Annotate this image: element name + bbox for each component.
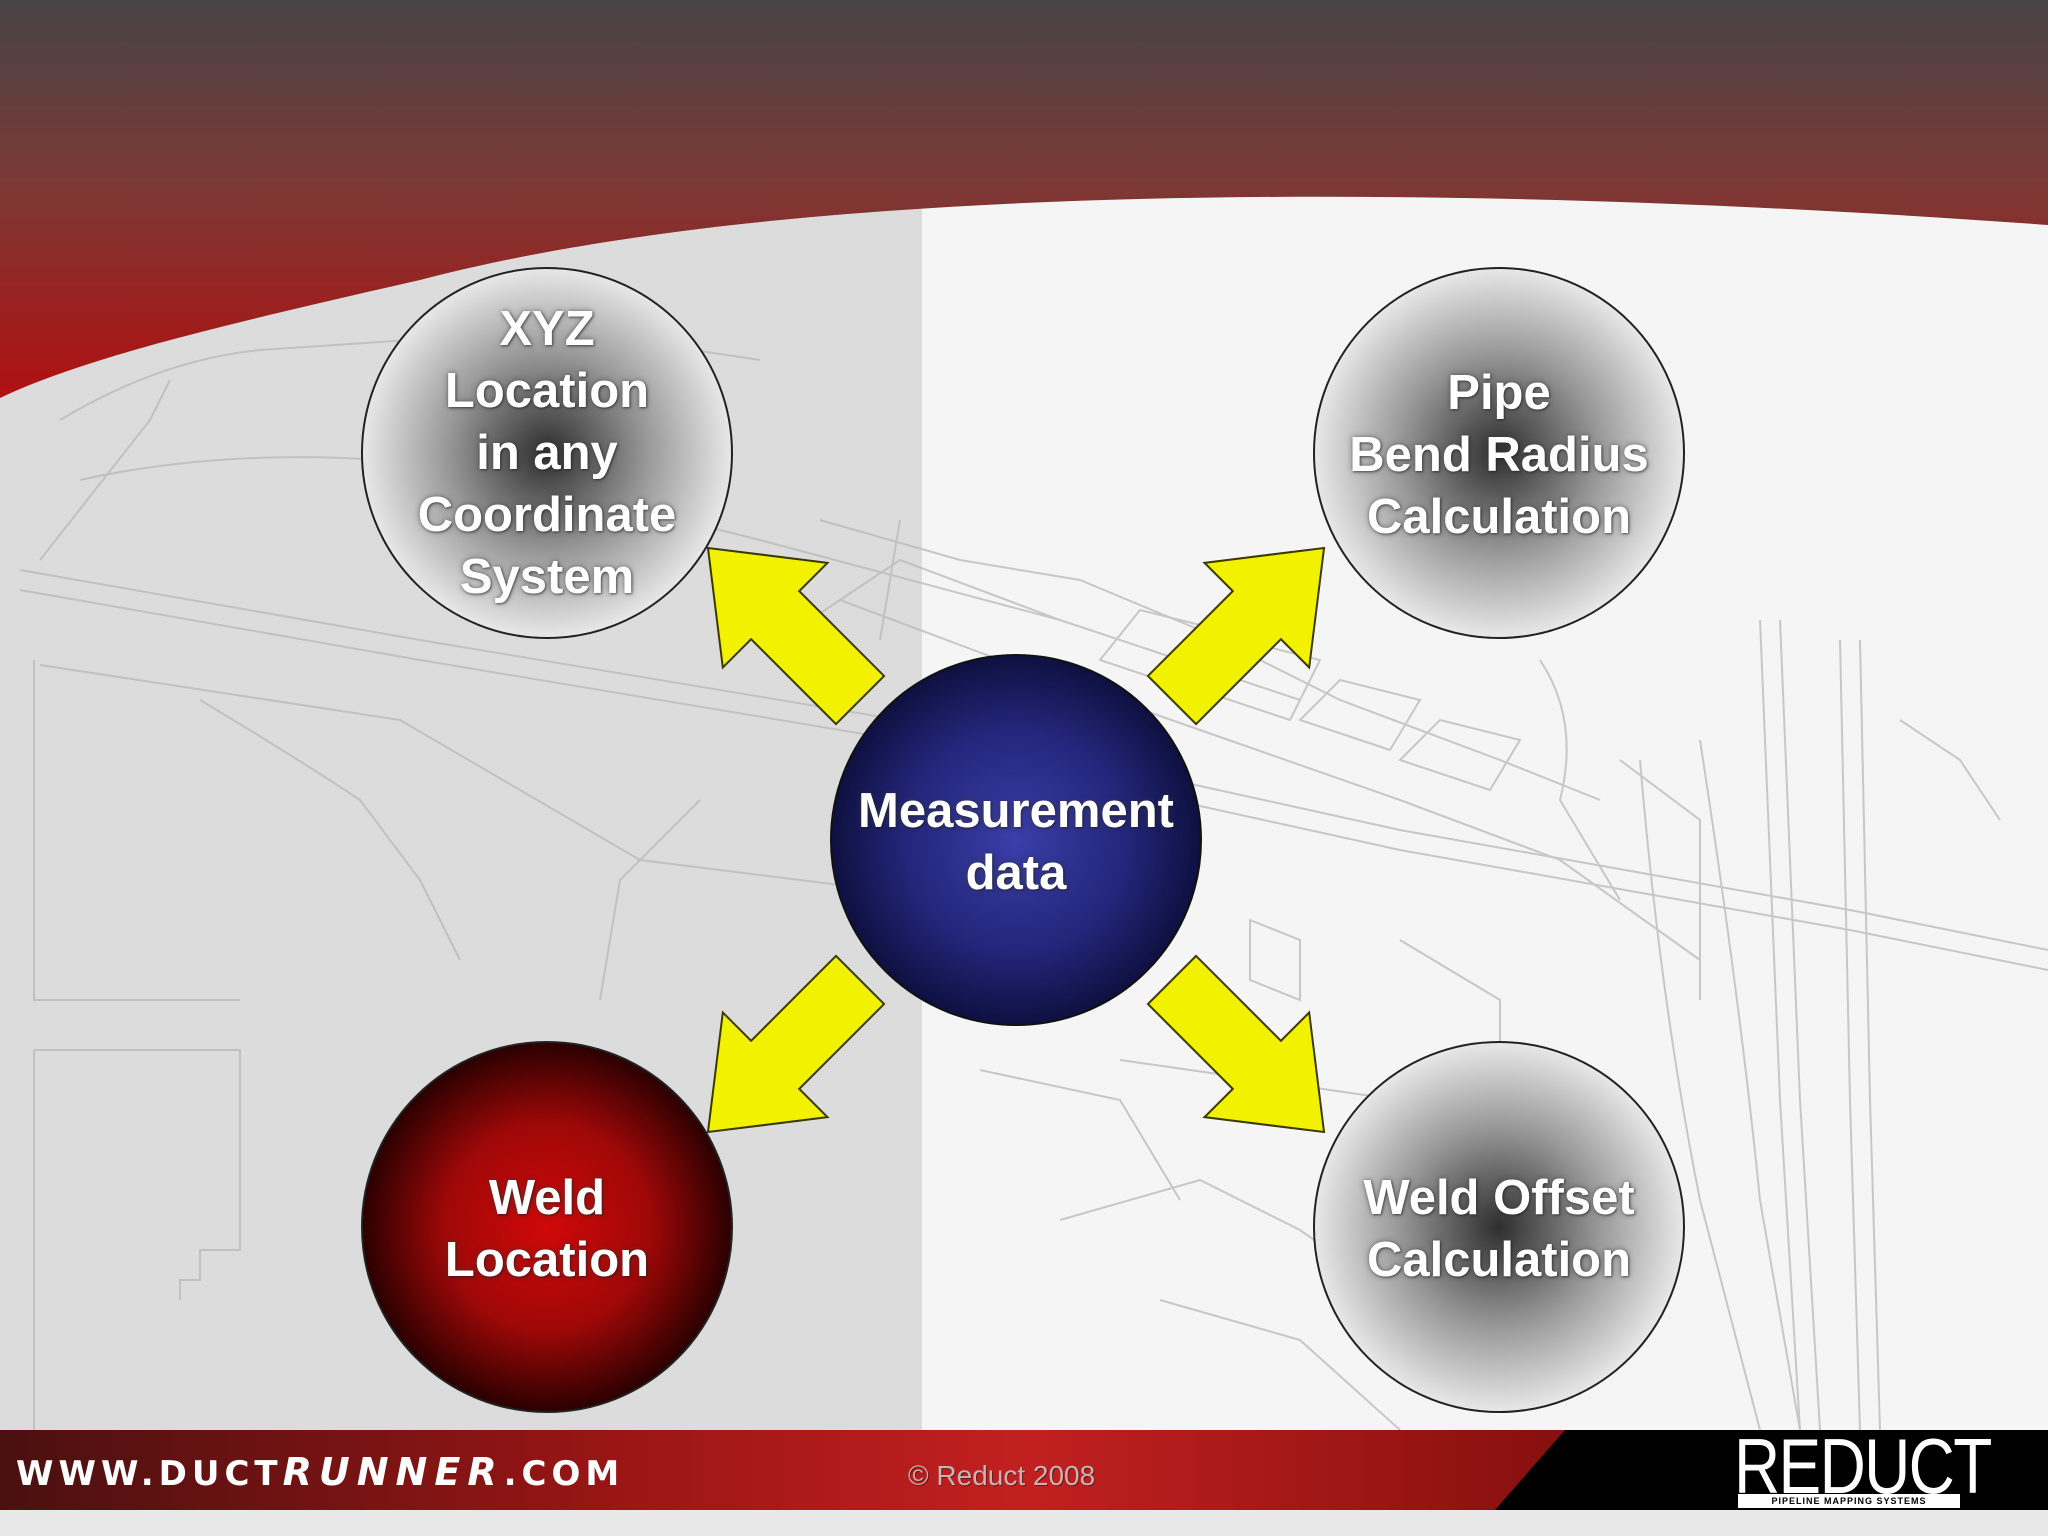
arrow-to-xyz <box>706 546 886 726</box>
reduct-logo: REDUCT <box>1734 1422 1992 1510</box>
arrow-to-weld <box>706 954 886 1134</box>
pipe-circle <box>1313 267 1685 639</box>
weld-circle <box>361 1041 733 1413</box>
footer-logo-area <box>1495 1430 2048 1510</box>
arrow-to-offset <box>1146 954 1326 1134</box>
center-circle <box>830 654 1202 1026</box>
center-label: Measurement data <box>858 784 1174 900</box>
logo-tagline: PIPELINE MAPPING SYSTEMS <box>1738 1494 1960 1508</box>
node-label-pipe: Pipe Bend Radius Calculation <box>1349 366 1649 544</box>
arrows <box>706 546 1326 1134</box>
copyright-text: © Reduct 2008 <box>908 1460 1096 1491</box>
xyz-circle <box>361 267 733 639</box>
offset-circle <box>1313 1041 1685 1413</box>
website-url: WWW.DUCTRUNNER.COM <box>16 1450 625 1494</box>
arrow-to-pipe <box>1146 546 1326 726</box>
node-label-offset: Weld Offset Calculation <box>1363 1171 1635 1287</box>
header-banner <box>0 0 2048 398</box>
node-label-xyz: XYZ Location in any Coordinate System <box>417 302 677 604</box>
node-label-weld: Weld Location <box>444 1171 650 1287</box>
